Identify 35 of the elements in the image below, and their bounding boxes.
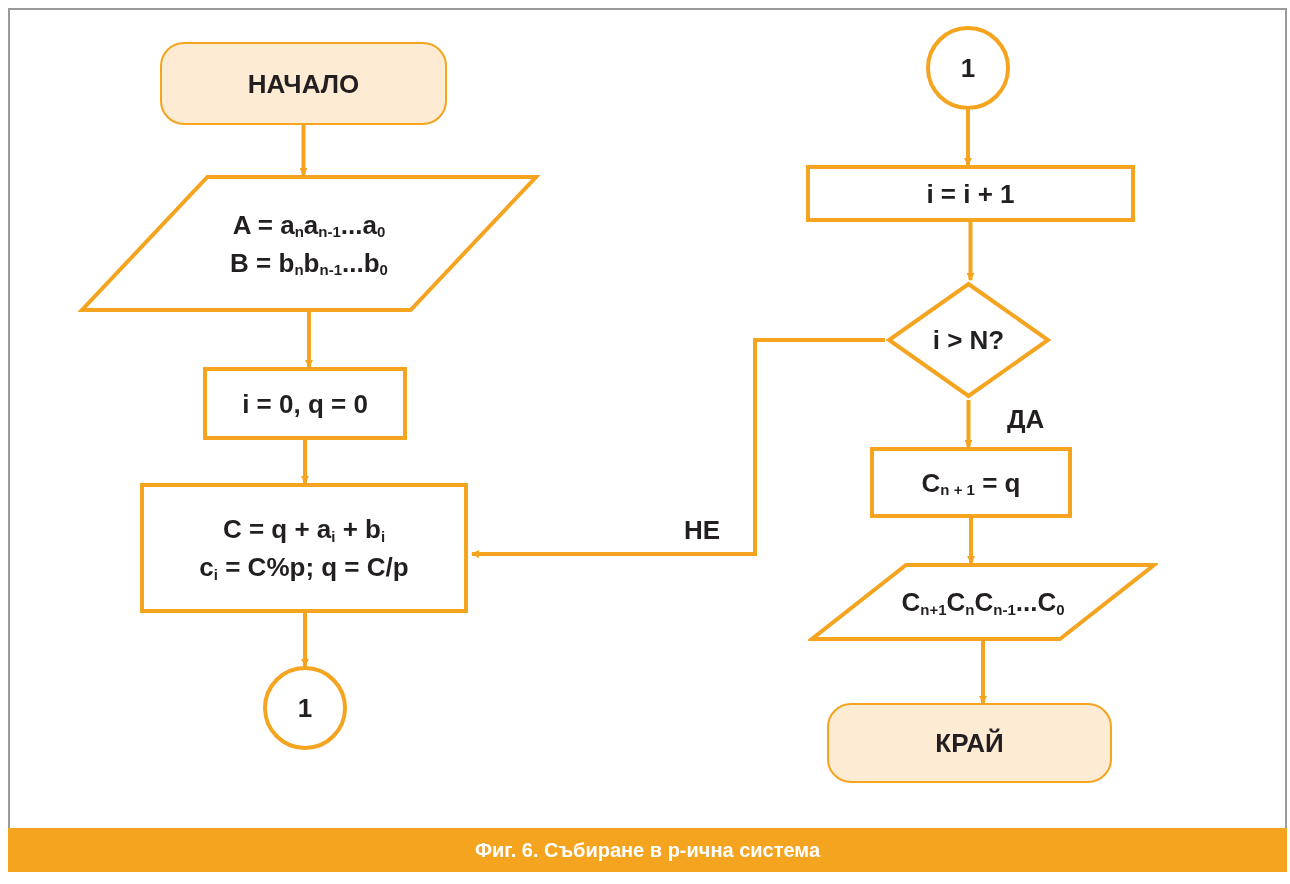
caption-bar: Фиг. 6. Събиране в p-ична система [8,828,1287,872]
node-text: i = i + 1 [926,177,1015,211]
node-text: КРАЙ [935,727,1004,760]
arrow [471,338,885,558]
arrow [979,641,987,704]
connector-circle [926,26,1010,110]
arrow [301,613,309,667]
node-text: B = b$_{n}$b$_{n-1}$...b$_{0}$ [230,246,388,280]
node-text: C = q + a$_{i}$ + b$_{i}$ [222,513,386,546]
start-terminal [160,42,447,125]
process-box [806,165,1135,222]
arrow [967,518,975,564]
process-box [203,367,407,440]
decision-diamond [885,280,1052,400]
arrow [964,110,972,166]
process-box [870,447,1072,518]
connector-circle [263,666,347,750]
node-text: 1 [960,52,976,85]
node-text: C$_{n + 1}$ = q [921,466,1021,500]
arrow [301,440,309,484]
arrow [299,125,308,176]
node-text: i > N? [932,324,1005,357]
node-text: 1 [297,692,313,725]
output-parallelogram [808,563,1158,641]
process-box [140,483,468,613]
arrow [305,312,313,368]
node-text: c$_{i}$ = C%p; q = C/p [199,551,409,584]
arrow [966,222,975,281]
arrow [964,400,973,448]
input-parallelogram [78,175,540,312]
node-text: A = a$_{n}$a$_{n-1}$...a$_{0}$ [232,208,386,242]
node-text: НАЧАЛО [247,67,360,101]
node-text: i = 0, q = 0 [242,387,368,421]
end-terminal [827,703,1112,783]
node-text: C$_{n+1}$C$_{n}$C$_{n-1}$...C$_{0}$ [901,586,1065,619]
